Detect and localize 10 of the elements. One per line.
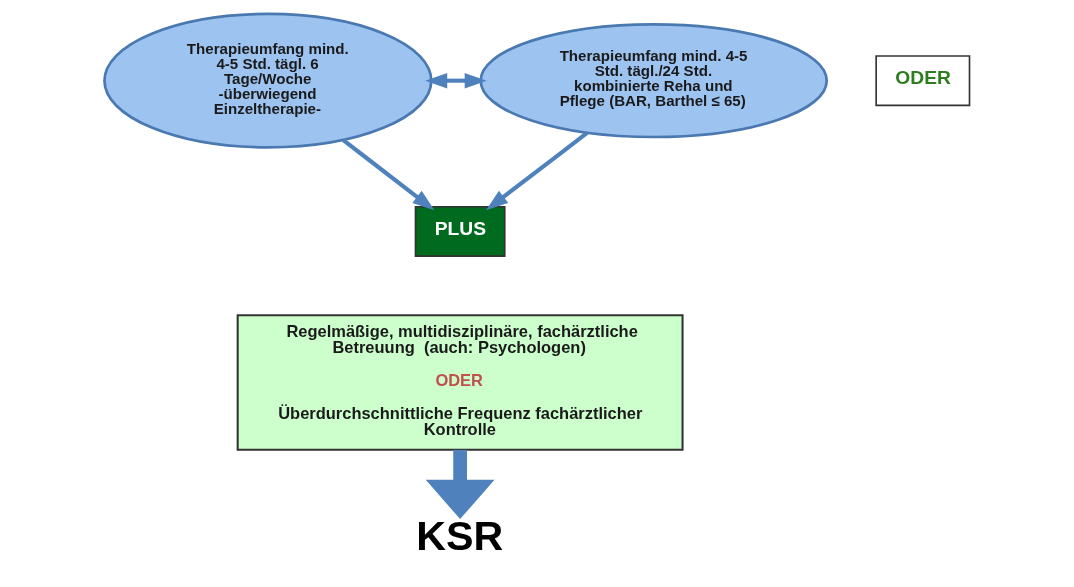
- node-box: Regelmäßige, multidisziplinäre, fachärztliche Betreuung (auch: Psychologen) ODER Überdurchschnittliche Frequenz fachärztlicher Kontrolle: [236, 314, 684, 451]
- arrow: [486, 131, 589, 211]
- node-box: ODER: [875, 55, 971, 107]
- node-text: KSR: [416, 512, 504, 559]
- node-box: PLUS: [414, 205, 506, 257]
- node-ellipse: Therapieumfang mind. 4-5 Std. tägl. 6 Tage/Woche -überwiegend Einzeltherapie-: [103, 12, 433, 149]
- arrow: [425, 449, 495, 520]
- arrow: [342, 138, 435, 211]
- node-ellipse: Therapieumfang mind. 4-5 Std. tägl./24 Std. kombinierte Reha und Pflege (BAR, Barthel ≤ 65): [479, 23, 829, 139]
- arrow: [425, 72, 487, 89]
